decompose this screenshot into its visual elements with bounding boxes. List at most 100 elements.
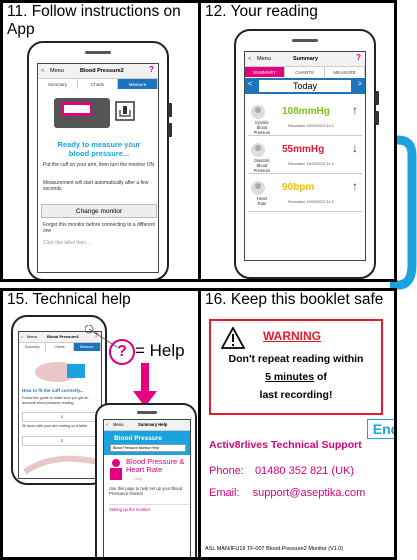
pink-down-arrow (133, 363, 157, 407)
today-label: Today (259, 80, 351, 92)
panel-title: 16. Keep this booklet safe (205, 291, 384, 308)
tab-summary[interactable]: SUMMARY (245, 67, 285, 77)
tab-bar: Summary Charts Measure (38, 79, 158, 89)
reading-icon (251, 181, 265, 195)
reading-row: Heart Rate 90bpm ↑ Recorded: 15/03/2022 11:… (248, 174, 362, 212)
back-icon[interactable]: < (106, 422, 109, 427)
help-icon[interactable]: ? (149, 65, 154, 74)
tab-charts[interactable]: Charts (46, 343, 74, 351)
menu-button[interactable]: Menu (50, 68, 64, 74)
tab-charts[interactable]: Charts (78, 79, 118, 89)
warning-minutes: 5 minutes (265, 371, 315, 383)
trend-arrow-icon: ↑ (352, 179, 358, 193)
help-text: Use this page to help set up your Blood … (109, 486, 183, 496)
screen-title: Blood Pressure2 (47, 334, 79, 339)
phone-screen: < Menu Summary ? SUMMARY CHARTS MEASURE … (244, 51, 366, 261)
tab-bar: Summary Charts Measure (19, 343, 101, 351)
help-select[interactable]: Blood Pressure Monitor Help (110, 444, 186, 452)
panel-step-11: 11. Follow instructions on App < Menu Bl… (0, 0, 201, 282)
reading-label: Systolic Blood Pressure (253, 120, 271, 135)
help-icon[interactable]: ? (94, 333, 98, 339)
trend-arrow-icon: ↓ (352, 141, 358, 155)
phone-device: < Menu Blood Pressure2 ? Summary Charts … (11, 315, 107, 485)
screen-title: Summary Help (138, 422, 168, 427)
panel-step-15: 15. Technical help < Menu Blood Pressure… (0, 288, 201, 560)
menu-button[interactable]: Menu (257, 56, 271, 62)
panel-title: 15. Technical help (7, 291, 131, 308)
help-icon[interactable]: ? (356, 53, 361, 62)
app-header: < Menu Blood Pressure2 ? (19, 332, 101, 343)
reading-value: 55mmHg (282, 144, 325, 155)
step-number: 2 (22, 436, 101, 446)
recorded-time: Recorded: 15/03/2022 11:0 (288, 124, 334, 128)
back-icon[interactable]: < (248, 56, 252, 62)
instruction-text: Measurement will start automatically aft… (43, 180, 149, 192)
panel-step-12: 12. Your reading < Menu Summary ? SUMMAR… (198, 0, 397, 282)
phone-speaker (85, 51, 111, 54)
end-badge: End (367, 419, 394, 439)
panel-step-16: 16. Keep this booklet safe WARNING Don't… (198, 288, 397, 560)
recorded-time: Recorded: 15/03/2022 11:0 (288, 162, 334, 166)
tab-measure[interactable]: MEASURE (325, 67, 365, 77)
back-icon[interactable]: < (41, 68, 45, 74)
app-header: < Menu Summary Help (104, 420, 190, 431)
monitor-illustration-icon (44, 92, 154, 136)
menu-button[interactable]: Menu (113, 422, 124, 427)
email-address[interactable]: support@aseptika.com (252, 487, 366, 499)
reading-row: Systolic Blood Pressure 108mmHg ↑ Recorded:… (248, 98, 362, 136)
tab-measure[interactable]: Measure (118, 79, 158, 89)
menu-button[interactable]: Menu (27, 334, 38, 339)
screen-title: Blood Pressure2 (80, 68, 124, 74)
warning-line1: Don't repeat reading within (228, 353, 364, 365)
phone-device: < Menu Summary ? SUMMARY CHARTS MEASURE … (234, 29, 379, 279)
phone-device: < Menu Blood Pressure2 ? Summary Charts … (27, 41, 172, 279)
cut-off-text: Click this label then... (43, 240, 91, 246)
change-monitor-button[interactable]: Change monitor (41, 204, 157, 218)
reading-icon (251, 143, 265, 157)
panel-title: 12. Your reading (205, 3, 318, 20)
step-text: Sit down with your arm resting on a tabl… (22, 424, 87, 428)
reading-value: 90bpm (282, 182, 315, 193)
app-header: < Menu Blood Pressure2 ? (38, 64, 158, 79)
phone-number[interactable]: 01480 352 821 (UK) (254, 465, 355, 477)
email-label: Email: (209, 487, 240, 499)
tab-charts[interactable]: CHARTS (285, 67, 325, 77)
phone-label: Phone: (209, 465, 244, 477)
step-number: 1 (22, 412, 101, 422)
back-icon[interactable]: < (21, 334, 24, 339)
cuff-illustration-icon (35, 362, 85, 382)
tab-bar: SUMMARY CHARTS MEASURE (245, 67, 365, 77)
tab-measure[interactable]: Measure (73, 343, 101, 351)
warning-triangle-icon (221, 327, 245, 349)
phone-row: Phone: 01480 352 821 (UK) (209, 465, 354, 477)
trend-arrow-icon: ↑ (352, 103, 358, 117)
footer-code: ASL MAN/IFU19 TF-007 Blood Pressure2 Mon… (205, 546, 344, 552)
next-day-button[interactable]: > (357, 81, 362, 88)
panel-title: 11. Follow instructions on App (7, 3, 181, 38)
warning-of: of (314, 371, 327, 383)
phone-screen: < Menu Blood Pressure2 ? Summary Charts … (18, 331, 102, 479)
setup-link[interactable]: Setting up the monitor (109, 504, 189, 512)
phone-screen: < Menu Blood Pressure2 ? Summary Charts … (37, 63, 159, 273)
warning-line2: 5 minutes of (211, 371, 381, 383)
reading-label: Heart Rate (256, 196, 268, 206)
phone-side-button (375, 111, 379, 125)
warning-line3: last recording! (259, 389, 333, 401)
recorded-time: Recorded: 15/03/2022 11:0 (288, 200, 334, 204)
prev-day-button[interactable]: < (248, 81, 253, 88)
forget-text: Forget this monitor before connecting to… (43, 222, 155, 234)
howto-title: How to fit the cuff correctly... (22, 388, 84, 393)
warning-box: WARNING Don't repeat reading within 5 mi… (209, 319, 383, 415)
phone-speaker (292, 39, 318, 42)
phone-screen: < Menu Summary Help Blood Pressure Blood… (103, 419, 191, 557)
tab-summary[interactable]: Summary (19, 343, 47, 351)
help-tile-title: Blood Pressure & Heart Rate (126, 457, 185, 474)
reading-value: 108mmHg (282, 106, 330, 117)
reading-icon (251, 105, 265, 119)
reading-label: Diastolic Blood Pressure (253, 158, 271, 173)
tab-summary[interactable]: Summary (38, 79, 78, 89)
guide-text: Follow this guide to make sure you get a… (22, 396, 89, 405)
ready-message: Ready to measure your blood pressure... (57, 140, 141, 158)
phone-speaker (137, 411, 157, 414)
support-title: Activ8rlives Technical Support (209, 439, 362, 451)
